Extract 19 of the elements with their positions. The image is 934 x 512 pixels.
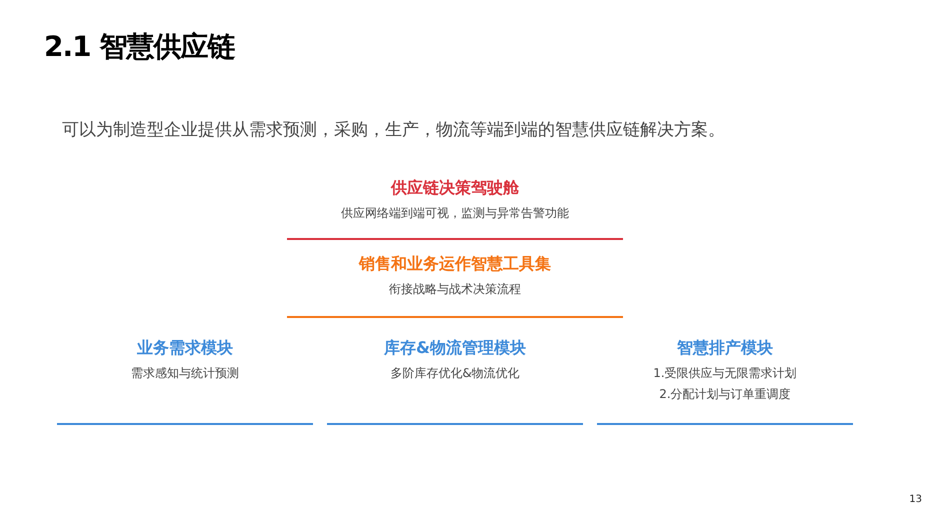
module-panel [57,338,313,425]
module-heading: 供应链决策驾驶舱 [391,178,519,199]
module-description: 供应网络端到端可视，监测与异常告警功能 [341,205,569,222]
module-panel [597,338,853,425]
page-number: 13 [909,494,922,505]
module-description: 2.分配计划与订单重调度 [659,386,791,403]
module-heading: 库存&物流管理模块 [384,338,526,359]
slide-title: 2.1 智慧供应链 [44,29,234,65]
module-panel [287,254,623,318]
module-panel [327,338,583,425]
module-panel [287,178,623,240]
module-heading: 销售和业务运作智慧工具集 [359,254,551,275]
module-heading: 业务需求模块 [137,338,233,359]
module-description: 多阶库存优化&物流优化 [390,365,520,382]
module-description: 需求感知与统计预测 [131,365,239,382]
module-description: 衔接战略与战术决策流程 [389,281,521,298]
subtitle-text: 可以为制造型企业提供从需求预测，采购，生产，物流等端到端的智慧供应链解决方案。 [62,119,725,141]
module-description: 1.受限供应与无限需求计划 [653,365,797,382]
module-heading: 智慧排产模块 [677,338,773,359]
